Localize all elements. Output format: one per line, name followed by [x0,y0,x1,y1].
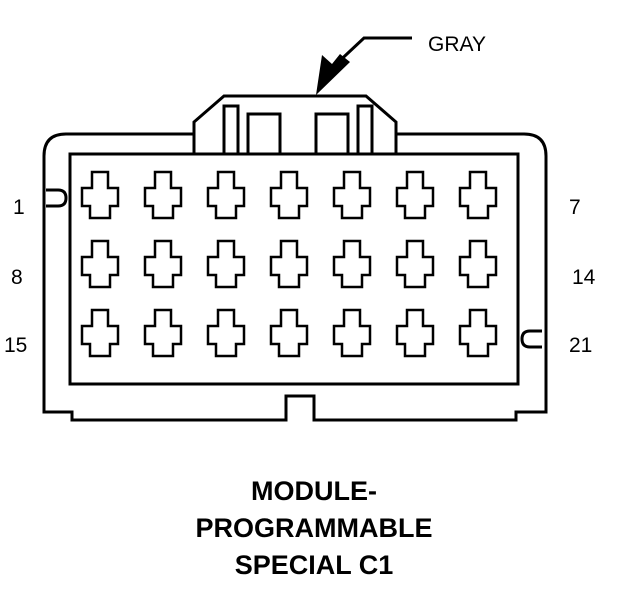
pin-cavity-20 [395,308,435,358]
pin-cavity-9 [143,239,183,289]
housing-outline [42,132,548,422]
pin-cavity-6 [395,170,435,220]
pin-cavity-12 [332,239,372,289]
callout-arrowhead [316,54,350,95]
pin-label-14: 14 [572,266,596,289]
latch-post-left [222,104,240,156]
connector-housing [42,94,548,422]
pin-label-21: 21 [569,334,592,357]
connector-title: MODULE- PROGRAMMABLE SPECIAL C1 [196,476,433,580]
latch-post-right [356,104,374,156]
pin-cavity-13 [395,239,435,289]
pin-cavity-frame [68,152,520,386]
pin-cavity-11 [269,239,309,289]
pin-cavity-14 [458,239,498,289]
title-line-1: MODULE- [251,476,377,506]
latch-tab-right [314,112,350,154]
pin-label-8: 8 [11,266,23,289]
pin-cavity-2 [143,170,183,220]
pin21-index-key [520,329,542,349]
pin-cavity-8 [80,239,120,289]
gray-callout: GRAY [316,33,486,95]
pin-cavity-3 [206,170,246,220]
pin-cavity-19 [332,308,372,358]
pin-grid [80,170,498,358]
pin-cavity-4 [269,170,309,220]
pin-labels: 1 7 8 14 15 21 [4,196,596,357]
pin-label-15: 15 [4,334,27,357]
pin-cavity-18 [269,308,309,358]
connector-color-label: GRAY [428,33,486,56]
pin-cavity-7 [458,170,498,220]
latch-tab-left [246,112,282,154]
title-line-3: SPECIAL C1 [235,550,394,580]
pin-cavity-10 [206,239,246,289]
latch-hood [192,94,398,154]
pin1-index-key [46,188,68,208]
pin-cavity-21 [458,308,498,358]
pin-cavity-1 [80,170,120,220]
pin-cavity-17 [206,308,246,358]
pin-cavity-15 [80,308,120,358]
pin-cavity-16 [143,308,183,358]
pin-label-1: 1 [13,196,25,219]
title-line-2: PROGRAMMABLE [196,513,433,543]
pin-cavity-5 [332,170,372,220]
pin-label-7: 7 [569,196,581,219]
